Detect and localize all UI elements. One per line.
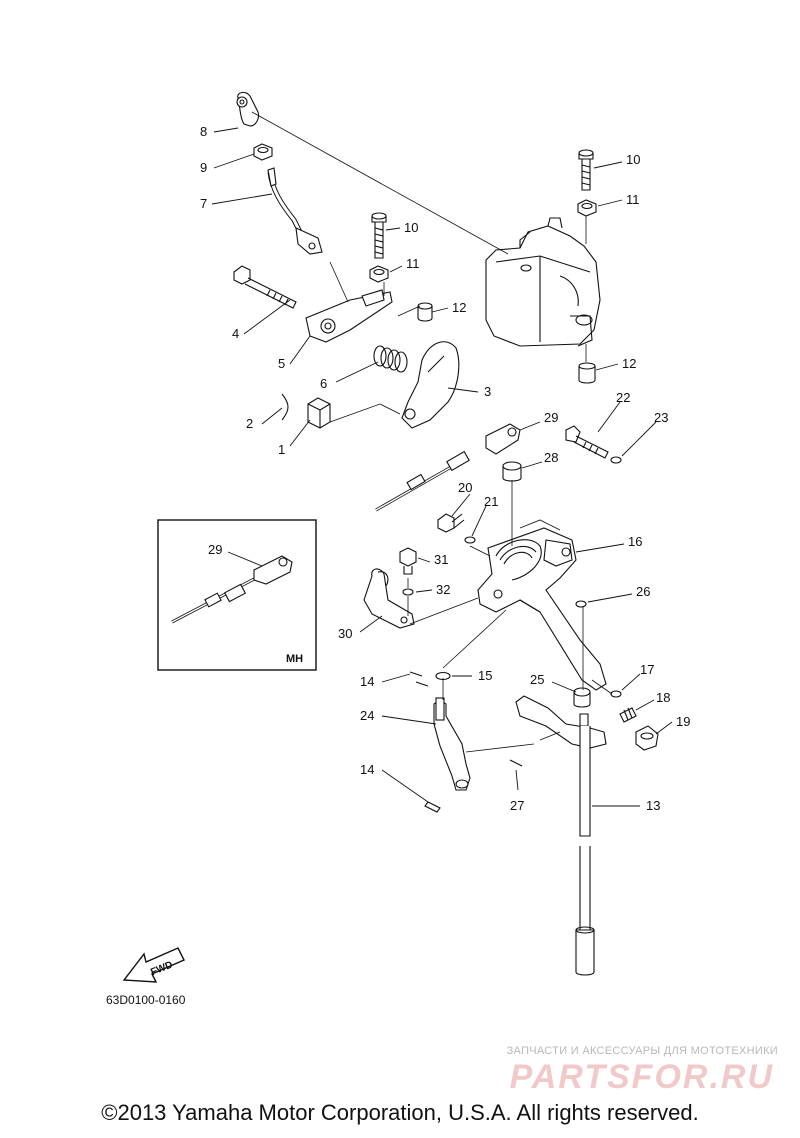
part-4-bolt — [233, 265, 297, 309]
callout-30: 30 — [338, 626, 352, 641]
callout-10-b: 10 — [626, 152, 640, 167]
assembly-lines — [251, 111, 613, 753]
callout-20: 20 — [458, 480, 472, 495]
callout-5: 5 — [278, 356, 285, 371]
part-26-washer — [575, 600, 587, 608]
leader-lines — [211, 127, 673, 807]
callout-26: 26 — [636, 584, 650, 599]
callout-22: 22 — [616, 390, 630, 405]
part-7-rod — [267, 167, 323, 255]
part-16-shift-lever — [477, 527, 607, 691]
part-3-cam — [401, 341, 460, 429]
callout-10-a: 10 — [404, 220, 418, 235]
callout-3: 3 — [484, 384, 491, 399]
watermark-tagline: ЗАПЧАСТИ И АКСЕССУАРЫ ДЛЯ МОТОТЕХНИКИ — [506, 1045, 778, 1057]
part-13-shift-rod — [515, 695, 607, 976]
part-12-bushing-a — [417, 302, 433, 322]
part-32-washer — [402, 588, 414, 596]
callout-1: 1 — [278, 442, 285, 457]
part-11-nut-b — [577, 199, 597, 217]
part-5-bracket — [305, 289, 393, 343]
part-1-block — [307, 397, 331, 429]
callout-23: 23 — [654, 410, 668, 425]
part-2-pin — [281, 393, 289, 421]
callout-17: 17 — [640, 662, 654, 677]
part-11-nut-a — [369, 265, 389, 283]
copyright-text: ©2013 Yamaha Motor Corporation, U.S.A. A… — [101, 1100, 699, 1125]
part-18-spring — [619, 707, 637, 723]
callout-31: 31 — [434, 552, 448, 567]
part-6-spring — [373, 345, 408, 373]
callout-11-a: 11 — [406, 256, 420, 271]
callout-13: 13 — [646, 798, 660, 813]
part-28-collar — [502, 461, 522, 482]
part-20-bolt — [437, 513, 465, 533]
callout-8: 8 — [200, 124, 207, 139]
callout-29-b: 29 — [208, 542, 222, 557]
part-19-plug — [635, 725, 659, 751]
part-24-lever — [433, 697, 471, 791]
callout-25: 25 — [530, 672, 544, 687]
callout-16: 16 — [628, 534, 642, 549]
callout-24: 24 — [360, 708, 374, 723]
part-25-collar — [573, 687, 591, 708]
callout-15: 15 — [478, 668, 492, 683]
inset-mh — [157, 519, 317, 671]
inset-label: MH — [286, 653, 303, 665]
part-9-nut — [253, 143, 273, 161]
callout-14-b: 14 — [360, 762, 374, 777]
part-31-bolt — [399, 547, 417, 575]
part-10-bolt-b — [578, 149, 594, 191]
callout-7: 7 — [200, 196, 207, 211]
part-22-bolt — [565, 425, 609, 459]
part-30-stopper — [363, 568, 415, 629]
callout-32: 32 — [436, 582, 450, 597]
callout-28: 28 — [544, 450, 558, 465]
fwd-arrow-icon — [122, 947, 185, 983]
part-27-pin — [509, 759, 523, 767]
callout-29-a: 29 — [544, 410, 558, 425]
watermark-logo: PARTSFOR.RU — [509, 1058, 774, 1096]
part-17-washer — [610, 690, 622, 698]
callout-11-b: 11 — [626, 192, 640, 207]
part-14-pins — [409, 671, 441, 813]
housing-casting — [485, 217, 601, 347]
callout-19: 19 — [676, 714, 690, 729]
callout-6: 6 — [320, 376, 327, 391]
callout-2: 2 — [246, 416, 253, 431]
part-23-washer — [610, 456, 622, 464]
callout-21: 21 — [484, 494, 498, 509]
part-29-joint-a — [485, 423, 521, 455]
drawing-code: 63D0100-0160 — [106, 993, 186, 1007]
part-8-clip — [236, 91, 260, 127]
part-12-bushing-b — [578, 362, 596, 384]
callout-27: 27 — [510, 798, 524, 813]
shift-cable — [375, 450, 470, 512]
callout-18: 18 — [656, 690, 670, 705]
part-21-washer — [464, 536, 476, 544]
part-10-bolt-a — [371, 212, 387, 259]
callout-4: 4 — [232, 326, 239, 341]
callout-12-b: 12 — [622, 356, 636, 371]
callout-9: 9 — [200, 160, 207, 175]
callout-12-a: 12 — [452, 300, 466, 315]
callout-14-a: 14 — [360, 674, 374, 689]
